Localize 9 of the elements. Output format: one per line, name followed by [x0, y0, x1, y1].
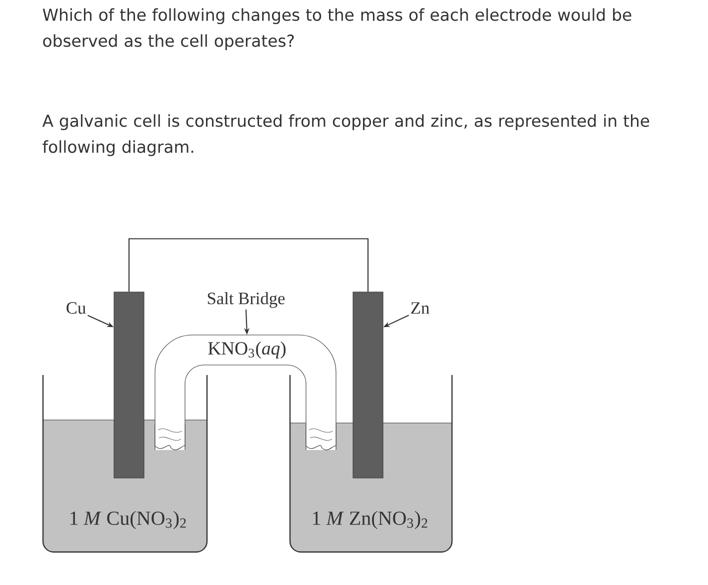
salt-bridge-tube: KNO$_{3}$(aq): [154, 334, 336, 450]
electrode-label: Salt Bridge: [208, 292, 285, 308]
electrode-label: Cu: [66, 302, 86, 314]
electrode-label: Zn: [411, 302, 430, 314]
question-text: A galvanic cell is constructed from copper and zinc, as represented in the following diagram.: [42, 114, 650, 156]
electrode: [114, 292, 144, 478]
wire: [128, 238, 369, 292]
question-text: Which of the following changes to the mass of each electrode would be observed as the cell operates?: [42, 8, 632, 50]
electrode: [352, 292, 384, 478]
